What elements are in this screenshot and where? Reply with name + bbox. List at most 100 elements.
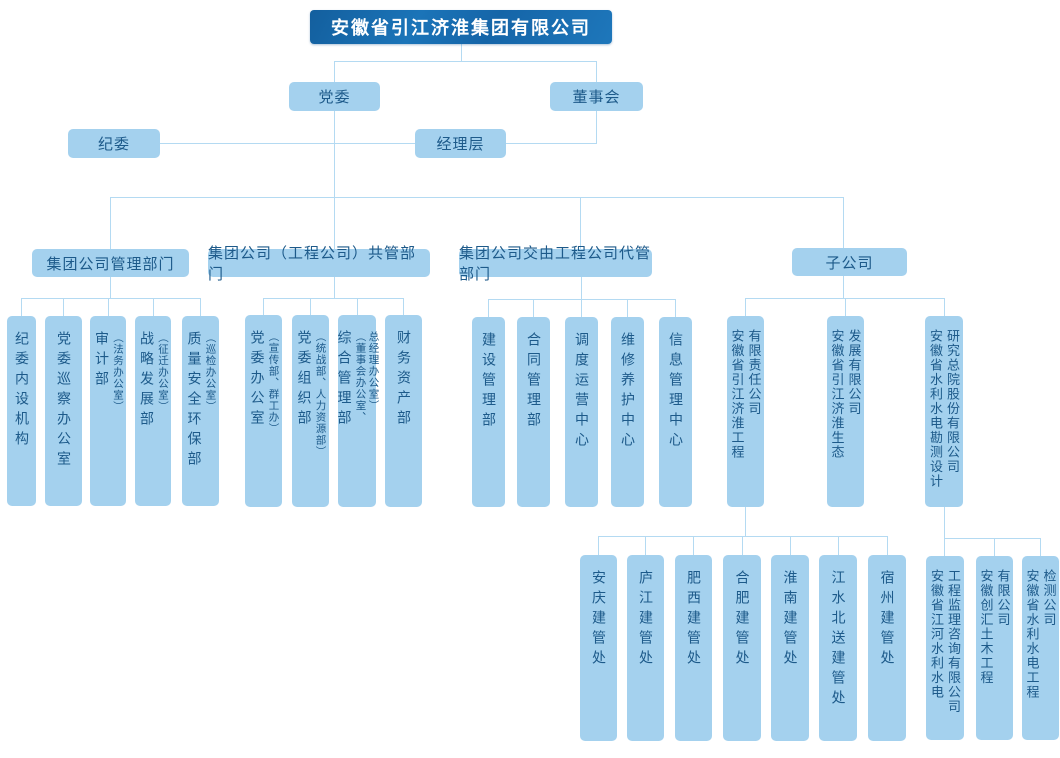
connector-line (843, 276, 844, 298)
node-label: 战略发展部 (139, 331, 155, 431)
branch-header-delegated-depts: 集团公司交由工程公司代管部门 (459, 245, 652, 283)
node-sublabel: （宣传部、群工办） (267, 331, 280, 435)
connector-line (506, 143, 597, 144)
connector-line (533, 299, 534, 317)
connector-line (334, 111, 335, 249)
node-label: 集团公司交由工程公司代管部门 (459, 245, 652, 283)
connector-line (675, 299, 676, 317)
connector-line (110, 277, 111, 298)
connector-line (944, 298, 945, 316)
connector-line (944, 538, 1041, 539)
branch-header-joint-depts: 集团公司（工程公司）共管部门 (208, 245, 430, 283)
connector-line (838, 536, 839, 555)
branch-header-subsidiaries: 子公司 (792, 248, 907, 276)
node-label: 安徽创汇土木工程 有限公司 (978, 569, 1011, 685)
org-node-sub-subsidiary: 安徽省水利水电工程 检测公司 (1022, 556, 1059, 740)
connector-line (598, 536, 599, 555)
org-node-office: 合肥建管处 (723, 555, 761, 741)
connector-line (745, 507, 746, 536)
node-label: 党委 (318, 89, 351, 106)
org-node-subsidiary: 安徽省引江济淮生态 发展有限公司 (827, 316, 864, 507)
node-sublabel: （征迁办公室） (157, 332, 169, 413)
node-label: 党委巡察办公室 (56, 331, 72, 471)
org-node-sub-subsidiary: 安徽省江河水利水电 工程监理咨询有限公司 (926, 556, 964, 740)
node-label: 安徽省水利水电工程 检测公司 (1024, 569, 1057, 700)
node-label: 综合管理部 (336, 330, 353, 430)
node-sublabel: （统战部、人力资源部） (314, 331, 327, 458)
node-label: 维修养护中心 (620, 332, 636, 452)
org-node-office: 庐江建管处 (627, 555, 664, 741)
connector-line (21, 298, 22, 316)
connector-line (843, 197, 844, 248)
node-label: 党委组织部 (296, 330, 313, 430)
org-node-group-hq: 安徽省引江济淮集团有限公司 (310, 10, 612, 44)
node-label: 安徽省引江济淮集团有限公司 (331, 18, 591, 38)
org-node-dept: 建设管理部 (472, 317, 505, 507)
connector-line (1040, 538, 1041, 556)
connector-line (887, 536, 888, 555)
connector-line (334, 277, 335, 298)
node-label: 子公司 (825, 254, 874, 272)
org-node-management-layer: 经理层 (415, 129, 506, 158)
org-node-dept: 党委办公室 （宣传部、群工办） (245, 315, 282, 507)
connector-line (334, 61, 597, 62)
node-label: 建设管理部 (481, 332, 497, 432)
node-label: 合同管理部 (526, 332, 542, 432)
org-node-office: 肥西建管处 (675, 555, 712, 741)
connector-line (160, 143, 415, 144)
connector-line (742, 536, 743, 555)
node-label: 董事会 (572, 89, 621, 106)
connector-line (580, 197, 581, 249)
org-node-party-committee: 党委 (289, 82, 380, 111)
node-label: 庐江建管处 (638, 570, 654, 670)
connector-line (845, 298, 846, 316)
org-node-dept: 质量安全环保部 （巡检办公室） (182, 316, 219, 506)
node-label: 集团公司（工程公司）共管部门 (208, 245, 417, 283)
connector-line (488, 299, 489, 317)
node-label: 经理层 (436, 136, 485, 153)
node-label: 财务资产部 (396, 330, 412, 430)
node-label: 淮南建管处 (782, 570, 799, 670)
org-node-dept: 党委巡察办公室 (45, 316, 82, 506)
connector-line (63, 298, 64, 316)
org-node-dept: 纪委内设机构 (7, 316, 36, 506)
connector-line (581, 299, 582, 317)
node-label: 合肥建管处 (734, 570, 751, 670)
org-node-dept: 维修养护中心 (611, 317, 644, 507)
node-label: 纪委 (97, 136, 130, 153)
node-label: 安徽省江河水利水电 工程监理咨询有限公司 (929, 569, 961, 714)
node-label: 宿州建管处 (879, 570, 896, 670)
org-node-dept: 合同管理部 (517, 317, 550, 507)
org-node-discipline-committee: 纪委 (68, 129, 160, 158)
connector-line (645, 536, 646, 555)
node-sublabel: （董事会办公室、 总经理办公室） (354, 331, 380, 423)
node-label: 信息管理中心 (668, 332, 684, 452)
connector-line (581, 277, 582, 299)
connector-line (110, 197, 844, 198)
connector-line (200, 298, 201, 316)
connector-line (596, 111, 597, 144)
node-label: 质量安全环保部 (186, 331, 203, 471)
org-node-sub-subsidiary: 安徽创汇土木工程 有限公司 (976, 556, 1013, 740)
node-label: 肥西建管处 (686, 570, 702, 670)
org-node-dept: 战略发展部 （征迁办公室） (135, 316, 171, 506)
connector-line (153, 298, 154, 316)
org-node-dept: 综合管理部 （董事会办公室、 总经理办公室） (336, 315, 380, 507)
node-sublabel: （法务办公室） (112, 332, 124, 413)
connector-line (403, 298, 404, 315)
connector-line (357, 298, 358, 315)
connector-line (461, 44, 462, 61)
org-node-office: 安庆建管处 (580, 555, 617, 741)
branch-header-management-depts: 集团公司管理部门 (32, 249, 189, 277)
org-node-dept: 调度运营中心 (565, 317, 598, 507)
node-label: 集团公司管理部门 (46, 255, 175, 273)
connector-line (334, 61, 335, 82)
node-label: 安徽省水利水电勘测设计 研究总院股份有限公司 (928, 329, 960, 489)
connector-line (745, 298, 746, 316)
node-label: 安徽省引江济淮工程 有限责任公司 (729, 329, 762, 460)
org-node-office: 宿州建管处 (868, 555, 906, 741)
node-label: 安徽省引江济淮生态 发展有限公司 (829, 329, 862, 460)
connector-line (21, 298, 201, 299)
org-node-dept: 信息管理中心 (659, 317, 692, 507)
org-node-subsidiary: 安徽省水利水电勘测设计 研究总院股份有限公司 (925, 316, 963, 507)
